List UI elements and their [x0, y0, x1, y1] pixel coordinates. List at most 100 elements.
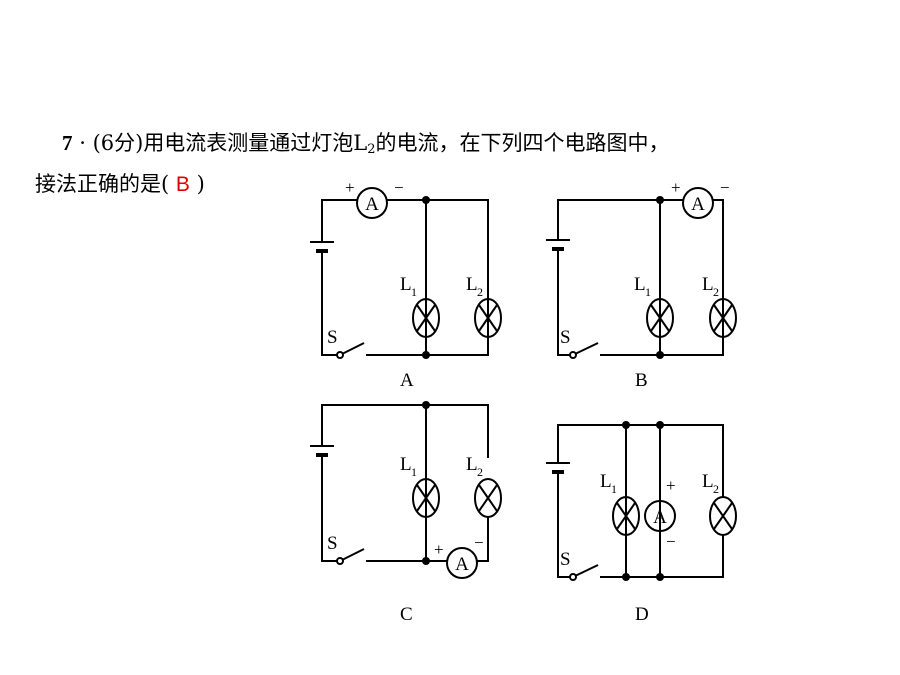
minus-d: − [666, 532, 676, 551]
lamp2-label-d-sub: 2 [713, 482, 719, 496]
question-number: 7 [62, 131, 73, 155]
junction-dot [422, 557, 430, 565]
lamp2-b [709, 298, 737, 338]
plus-a: + [345, 178, 355, 197]
switch-b-label: S [560, 327, 571, 348]
plus-b: + [671, 178, 681, 197]
lamp2-a [474, 298, 502, 338]
ammeter-c-label: A [455, 554, 469, 575]
wire [476, 517, 489, 562]
wire [600, 535, 724, 578]
wire [321, 455, 337, 562]
lamp-cross [713, 304, 733, 332]
lamp1-label-d: L [600, 471, 612, 492]
wire [557, 249, 570, 356]
option-label-b: B [635, 370, 648, 391]
plus-c: + [434, 540, 444, 559]
switch-c-pivot [336, 557, 344, 565]
lamp2-label-c-sub: 2 [477, 465, 483, 479]
question-line-1: 7 · (6分)用电流表测量通过灯泡L2的电流，在下列四个电路图中， [62, 127, 670, 157]
wire [321, 251, 337, 356]
lamp-cross [478, 304, 498, 332]
question-prefix: 接法正确的是( [35, 172, 170, 196]
junction-dot [622, 573, 630, 581]
lamp2-label-d: L [702, 471, 714, 492]
ammeter-d-label: A [653, 507, 667, 528]
switch-c-label: S [327, 533, 338, 554]
switch-a-blade [341, 342, 365, 355]
junction-dot [422, 401, 430, 409]
lamp1-label-a: L [400, 274, 412, 295]
question-text-a: 用电流表测量通过灯泡L [143, 131, 368, 155]
lamp2-label-a-sub: 2 [477, 285, 483, 299]
wire [321, 199, 357, 242]
junction-dot [656, 421, 664, 429]
junction-dot [656, 573, 664, 581]
answer-text: B [175, 173, 190, 196]
question-line-2: 接法正确的是( B ) [35, 168, 205, 198]
switch-a-label: S [327, 327, 338, 348]
lamp-cross [416, 304, 436, 332]
question-subscript: 2 [367, 142, 376, 157]
junction-dot [422, 351, 430, 359]
ammeter-a-label: A [365, 194, 379, 215]
minus-b: − [720, 178, 730, 197]
switch-b-blade [574, 342, 599, 355]
lamp1-label-c-sub: 1 [411, 465, 417, 479]
lamp1-d [612, 496, 640, 536]
lamp2-label-a: L [466, 274, 478, 295]
junction-dot [656, 196, 664, 204]
lamp1-c [412, 478, 440, 518]
minus-a: − [394, 178, 404, 197]
ammeter-d [644, 500, 676, 532]
lamp2-label-b-sub: 2 [713, 285, 719, 299]
lamp2-label-b: L [702, 274, 714, 295]
switch-c-blade [341, 548, 365, 561]
option-label-c: C [400, 604, 413, 625]
switch-d-pivot [569, 573, 577, 581]
switch-d-label: S [560, 549, 571, 570]
minus-c: − [474, 533, 484, 552]
question-text-b: 的电流，在下列四个电路图中， [375, 131, 670, 155]
junction-dot [656, 351, 664, 359]
ammeter-a [356, 187, 388, 219]
lamp-cross [713, 502, 733, 530]
lamp-cross [650, 304, 670, 332]
lamp1-b [646, 298, 674, 338]
lamp1-label-c: L [400, 454, 412, 475]
junction-dot [422, 196, 430, 204]
question-score: (6分) [92, 131, 144, 155]
ammeter-b-label: A [691, 194, 705, 215]
question-dot: · [79, 131, 86, 155]
lamp-cross [416, 484, 436, 512]
lamp1-label-a-sub: 1 [411, 285, 417, 299]
wire [557, 472, 570, 578]
lamp-cross [478, 484, 498, 512]
question-suffix: ) [196, 172, 205, 196]
junction-dot [622, 421, 630, 429]
switch-d-blade [574, 564, 599, 577]
wire [321, 404, 489, 458]
lamp2-d [709, 496, 737, 536]
ammeter-c [446, 547, 478, 579]
lamp2-label-c: L [466, 454, 478, 475]
switch-a-pivot [336, 351, 344, 359]
option-label-d: D [635, 604, 649, 625]
plus-d: + [666, 476, 676, 495]
lamp1-label-b: L [634, 274, 646, 295]
lamp1-label-d-sub: 1 [611, 482, 617, 496]
lamp1-label-b-sub: 1 [645, 285, 651, 299]
lamp2-c [474, 478, 502, 518]
option-label-a: A [400, 370, 414, 391]
switch-b-pivot [569, 351, 577, 359]
lamp-cross [616, 502, 636, 530]
ammeter-b [682, 187, 714, 219]
wire [557, 199, 683, 240]
wire [557, 424, 724, 497]
lamp1-a [412, 298, 440, 338]
